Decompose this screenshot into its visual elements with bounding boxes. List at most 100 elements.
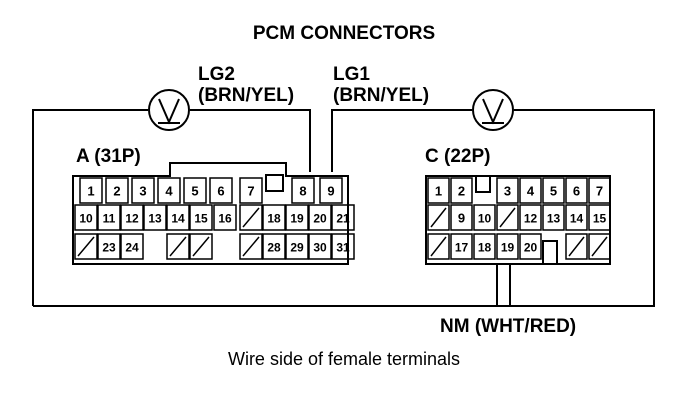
terminal: 15 <box>189 204 213 231</box>
terminal-number: 29 <box>290 241 304 255</box>
diagram-title: PCM CONNECTORS <box>252 23 436 44</box>
terminal-number: 23 <box>102 241 116 255</box>
terminal: 17 <box>450 233 473 260</box>
terminal-number: 24 <box>125 241 139 255</box>
terminal: 2 <box>105 177 129 204</box>
terminal: 9 <box>450 204 473 231</box>
terminal-number: 20 <box>313 212 327 226</box>
unused-terminal <box>427 204 450 231</box>
terminal-number: 12 <box>125 212 139 226</box>
terminal-number: 1 <box>87 184 94 199</box>
wire-color: (BRN/YEL) <box>198 85 295 106</box>
terminal: 5 <box>183 177 207 204</box>
wire-lg1 <box>331 109 472 172</box>
terminal: 1 <box>427 177 450 204</box>
terminal-number: 21 <box>336 212 350 226</box>
terminal: 18 <box>262 204 286 231</box>
unused-terminal <box>74 233 98 260</box>
terminal: 18 <box>473 233 496 260</box>
terminal-number: 5 <box>550 184 557 199</box>
terminal-number: 9 <box>458 211 465 226</box>
terminal: 20 <box>519 233 542 260</box>
terminal: 11 <box>97 204 121 231</box>
wire-label-lg1: LG1 (BRN/YEL) <box>333 64 429 106</box>
terminal: 10 <box>74 204 98 231</box>
terminal: 4 <box>157 177 181 204</box>
terminal-number: 14 <box>570 212 584 226</box>
voltmeter-icon <box>472 89 514 131</box>
terminal: 2 <box>450 177 473 204</box>
terminal-number: 19 <box>290 212 304 226</box>
terminal: 13 <box>542 204 565 231</box>
terminal-number: 13 <box>148 212 162 226</box>
terminal: 1 <box>79 177 103 204</box>
terminal: 29 <box>285 233 309 260</box>
terminal-number: 2 <box>458 184 465 199</box>
terminal-number: 2 <box>113 184 120 199</box>
terminal-number: 15 <box>593 212 607 226</box>
unused-terminal <box>588 233 611 260</box>
terminal-number: 15 <box>194 212 208 226</box>
connector-c-body <box>425 175 611 265</box>
connector-a-body <box>72 162 349 265</box>
terminal-number: 10 <box>478 212 492 226</box>
connector-a-name: A (31P) <box>76 146 141 167</box>
terminal: 3 <box>131 177 155 204</box>
terminal-number: 3 <box>139 184 146 199</box>
terminal-number: 6 <box>573 184 580 199</box>
unused-terminal <box>565 233 588 260</box>
terminal: 7 <box>239 177 263 204</box>
terminal: 12 <box>120 204 144 231</box>
terminal-number: 18 <box>267 212 281 226</box>
terminal-number: 19 <box>501 241 515 255</box>
terminal-number: 13 <box>547 212 561 226</box>
terminal: 16 <box>213 204 237 231</box>
terminal-number: 4 <box>527 184 535 199</box>
terminal-number: 31 <box>336 241 350 255</box>
diagram-caption: Wire side of female terminals <box>227 349 461 369</box>
terminal-number: 12 <box>524 212 538 226</box>
terminal-number: 28 <box>267 241 281 255</box>
terminal-number: 9 <box>327 184 334 199</box>
terminal-number: 20 <box>524 241 538 255</box>
unused-terminal <box>166 233 190 260</box>
unused-terminal <box>496 204 519 231</box>
terminal-number: 17 <box>455 241 469 255</box>
terminal-number: 18 <box>478 241 492 255</box>
terminal: 5 <box>542 177 565 204</box>
terminal: 10 <box>473 204 496 231</box>
unused-terminal <box>427 233 450 260</box>
wire-color: (BRN/YEL) <box>333 85 430 106</box>
terminal-number: 30 <box>313 241 327 255</box>
terminal: 9 <box>319 177 343 204</box>
wire-lg2-upper <box>190 109 311 172</box>
terminal: 24 <box>120 233 144 260</box>
terminal: 6 <box>565 177 588 204</box>
connector-c-name: C (22P) <box>425 146 491 167</box>
wire-label-nm: NM (WHT/RED) <box>440 316 577 337</box>
unused-terminal <box>239 204 263 231</box>
terminal-number: 7 <box>247 184 254 199</box>
terminal: 21 <box>331 204 355 231</box>
terminal: 19 <box>285 204 309 231</box>
wire-code: LG2 <box>198 64 235 85</box>
wire-code: LG1 <box>333 64 370 85</box>
terminal: 28 <box>262 233 286 260</box>
terminal-number: 14 <box>171 212 185 226</box>
terminal: 7 <box>588 177 611 204</box>
terminal: 23 <box>97 233 121 260</box>
terminal: 3 <box>496 177 519 204</box>
terminal: 20 <box>308 204 332 231</box>
terminal: 13 <box>143 204 167 231</box>
terminal-number: 11 <box>103 212 116 226</box>
terminal: 8 <box>291 177 315 204</box>
terminal-number: 1 <box>435 184 442 199</box>
terminal-number: 16 <box>218 212 232 226</box>
terminal-number: 10 <box>79 212 93 226</box>
terminal: 4 <box>519 177 542 204</box>
wire-lg2 <box>32 109 148 306</box>
